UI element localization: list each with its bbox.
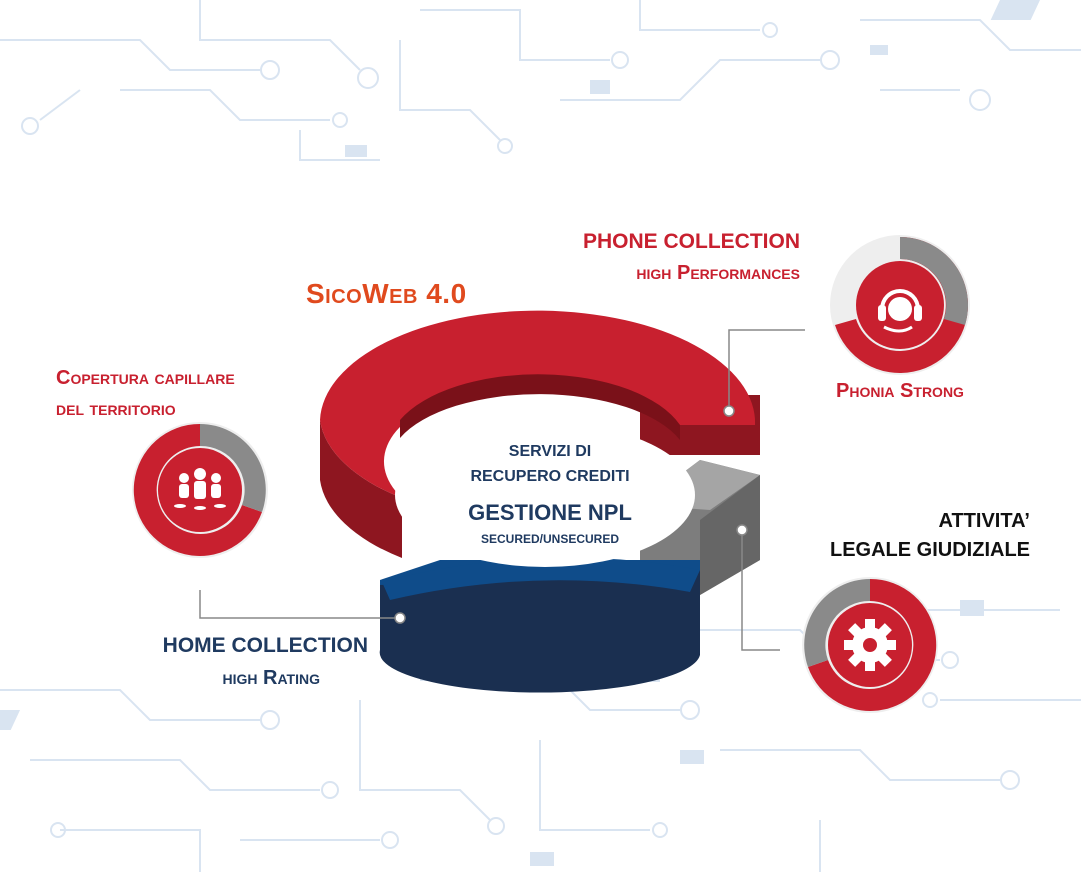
legal-badge [802, 577, 938, 713]
people-group-icon [174, 468, 226, 510]
brand-title: SicoWeb 4.0 [306, 278, 467, 309]
central-ring [320, 310, 760, 693]
center-text-line3: GESTIONE NPL [468, 500, 632, 525]
gear-icon [844, 619, 896, 671]
phone-badge [830, 235, 970, 375]
territory-label-line2: del territorio [56, 398, 176, 420]
home-collection-title: HOME COLLECTION [162, 634, 368, 657]
phonia-strong-label: Phonia Strong [836, 380, 964, 402]
legal-label-line1: ATTIVITA’ [938, 510, 1030, 532]
connector-dot-home [394, 612, 406, 624]
center-text-line2: RECUPERO CREDITI [470, 468, 630, 485]
legal-label-line2: LEGALE GIUDIZIALE [830, 539, 1030, 561]
connector-lines [199, 329, 805, 651]
connector-dot-legal [736, 524, 748, 536]
center-text-line4: SECURED/UNSECURED [480, 532, 620, 546]
center-text-line1: SERVIZI DI [508, 443, 592, 460]
territory-label-line1: Copertura capillare [56, 367, 235, 389]
headset-icon [878, 289, 922, 333]
home-collection-subtitle: high Rating [222, 667, 320, 689]
connector-dot-phone [723, 405, 735, 417]
phone-collection-title: PHONE COLLECTION [582, 230, 800, 253]
phone-collection-subtitle: high Performances [636, 262, 800, 284]
territory-badge [132, 422, 268, 558]
